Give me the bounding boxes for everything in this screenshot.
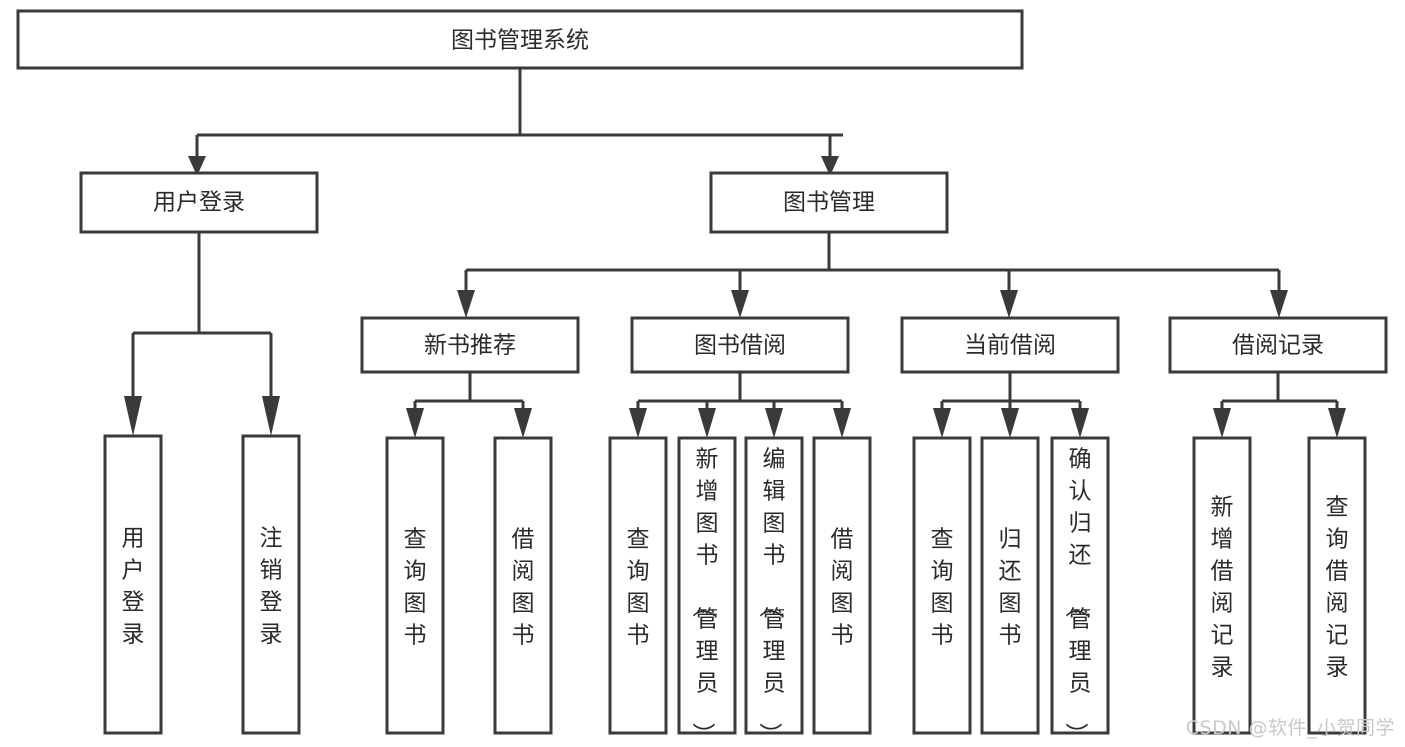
node-book-borrow-label: 图书借阅 [694, 333, 786, 359]
connector-book-borrow-bus [636, 372, 844, 412]
connector-new-book-recommend-bus [413, 372, 525, 412]
arrowhead-user-login [188, 156, 206, 176]
arrowhead-leaf-user-login [124, 396, 142, 436]
node-book-borrow-box[interactable] [630, 316, 850, 374]
leaf-node-query-book-2[interactable]: 查询图书 [608, 436, 668, 735]
node-new-book-recommend-label: 新书推荐 [424, 333, 516, 359]
leaf-node-confirm-return-box[interactable] [1050, 436, 1110, 735]
leaf-node-query-record-box[interactable] [1307, 436, 1367, 735]
node-book-management[interactable]: 图书管理 [709, 171, 949, 234]
connectors-borrow-record-to-leaves [1213, 372, 1346, 438]
leaf-node-return-book-box[interactable] [980, 436, 1040, 735]
node-new-book-recommend[interactable]: 新书推荐 [360, 316, 580, 374]
leaf-node-borrow-book-2-label: 借阅图书 [831, 526, 854, 648]
leaf-node-borrow-book-1[interactable]: 借阅图书 [493, 436, 553, 735]
connector-current-borrow-bus [940, 372, 1082, 412]
leaf-node-query-book-1[interactable]: 查询图书 [385, 436, 445, 735]
arrowhead-leaf-edit-book [765, 408, 783, 438]
leaf-node-query-book-2-label: 查询图书 [627, 526, 650, 648]
node-user-login[interactable]: 用户登录 [79, 171, 319, 234]
connectors-book-borrow-to-leaves [629, 372, 851, 438]
arrowhead-leaf-borrow-book-2 [833, 408, 851, 438]
connector-root-bus [195, 68, 843, 158]
node-user-login-box[interactable] [79, 171, 319, 234]
leaf-node-query-book-3-label: 查询图书 [931, 526, 954, 648]
node-current-borrow-box[interactable] [900, 316, 1120, 374]
node-root-title-label: 图书管理系统 [451, 28, 589, 54]
leaf-node-add-record-label: 新增借阅记录 [1211, 494, 1234, 680]
connector-book-management-bus [464, 232, 1281, 292]
leaf-node-edit-book-label: 编辑图书（管理员） [757, 446, 786, 745]
leaf-node-confirm-return-label: 确认归还（管理员） [1063, 446, 1092, 745]
leaf-node-add-book-label: 新增图书（管理员） [690, 446, 719, 745]
leaf-node-add-record-box[interactable] [1192, 436, 1252, 735]
leaf-node-query-book-1-label: 查询图书 [404, 526, 427, 648]
leaf-node-logout-login-box[interactable] [241, 434, 301, 735]
node-root-title[interactable]: 图书管理系统 [16, 9, 1024, 70]
leaf-node-user-login[interactable]: 用户登录 [103, 434, 163, 735]
connectors-root-to-level2 [188, 68, 843, 176]
arrowhead-book-borrow [731, 290, 749, 318]
node-book-management-box[interactable] [709, 171, 949, 234]
arrowhead-new-book-recommend [457, 290, 475, 318]
connectors-new-book-recommend-to-leaves [406, 372, 532, 438]
node-borrow-record-box[interactable] [1168, 316, 1388, 374]
arrowhead-leaf-query-book-3 [933, 408, 951, 438]
leaf-node-edit-book-box[interactable] [744, 436, 804, 735]
node-current-borrow-label: 当前借阅 [964, 333, 1056, 359]
arrowhead-leaf-query-book-2 [629, 408, 647, 438]
arrowhead-leaf-borrow-book-1 [514, 408, 532, 438]
leaf-node-query-record-label: 查询借阅记录 [1326, 494, 1349, 680]
connectors-book-management-to-level3 [457, 232, 1288, 318]
leaf-node-return-book[interactable]: 归还图书 [980, 436, 1040, 735]
leaf-node-edit-book[interactable]: 编辑图书（管理员） [744, 436, 804, 745]
arrowhead-book-management [821, 156, 839, 176]
node-user-login-label: 用户登录 [153, 190, 245, 216]
leaf-node-user-login-box[interactable] [103, 434, 163, 735]
leaf-node-query-book-1-box[interactable] [385, 436, 445, 735]
leaf-node-query-record[interactable]: 查询借阅记录 [1307, 436, 1367, 735]
arrowhead-leaf-return-book [1001, 408, 1019, 438]
leaf-node-borrow-book-1-label: 借阅图书 [512, 526, 535, 648]
arrowhead-current-borrow [1000, 290, 1018, 318]
connector-borrow-record-bus [1220, 372, 1339, 412]
leaf-node-logout-login[interactable]: 注销登录 [241, 434, 301, 735]
leaf-node-add-book-box[interactable] [677, 436, 737, 735]
node-current-borrow[interactable]: 当前借阅 [900, 316, 1120, 374]
leaf-node-logout-login-label: 注销登录 [260, 525, 283, 647]
node-book-management-label: 图书管理 [783, 190, 875, 216]
leaf-node-borrow-book-2[interactable]: 借阅图书 [812, 436, 872, 735]
node-borrow-record[interactable]: 借阅记录 [1168, 316, 1388, 374]
leaf-node-add-book[interactable]: 新增图书（管理员） [677, 436, 737, 745]
connector-user-login-bus [131, 232, 273, 398]
connectors-user-login-to-leaves [124, 232, 280, 436]
arrowhead-leaf-query-book-1 [406, 408, 424, 438]
node-root-title-box[interactable] [16, 9, 1024, 70]
arrowhead-leaf-query-record [1328, 408, 1346, 438]
arrowhead-leaf-add-book [698, 408, 716, 438]
arrowhead-leaf-confirm-return [1071, 408, 1089, 438]
leaf-node-query-book-3-box[interactable] [912, 436, 972, 735]
leaf-node-confirm-return[interactable]: 确认归还（管理员） [1050, 436, 1110, 745]
node-new-book-recommend-box[interactable] [360, 316, 580, 374]
leaf-node-return-book-label: 归还图书 [999, 526, 1022, 648]
leaf-node-borrow-book-2-box[interactable] [812, 436, 872, 735]
node-book-borrow[interactable]: 图书借阅 [630, 316, 850, 374]
leaf-node-query-book-2-box[interactable] [608, 436, 668, 735]
leaf-node-add-record[interactable]: 新增借阅记录 [1192, 436, 1252, 735]
leaf-node-query-book-3[interactable]: 查询图书 [912, 436, 972, 735]
node-borrow-record-label: 借阅记录 [1232, 333, 1324, 359]
arrowhead-leaf-logout-login [262, 396, 280, 436]
connectors-current-borrow-to-leaves [933, 372, 1089, 438]
leaf-node-user-login-label: 用户登录 [122, 525, 145, 647]
leaf-node-borrow-book-1-box[interactable] [493, 436, 553, 735]
arrowhead-leaf-add-record [1213, 408, 1231, 438]
arrowhead-borrow-record [1270, 290, 1288, 318]
